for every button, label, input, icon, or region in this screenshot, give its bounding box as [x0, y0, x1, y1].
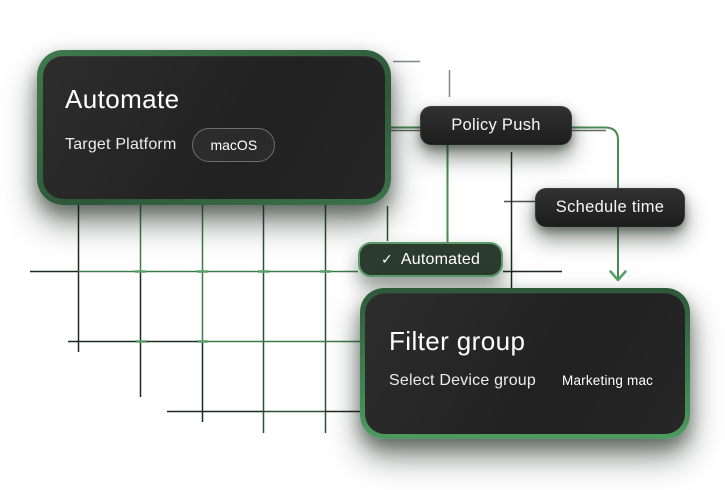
- automate-card: Automate Target Platform macOS: [37, 50, 391, 205]
- connector-policy-to-schedule: [570, 126, 619, 190]
- schedule-time-node[interactable]: Schedule time: [535, 188, 685, 227]
- connector-layer: [372, 126, 627, 282]
- select-device-group-label: Select Device group: [389, 372, 536, 389]
- automate-card-body: Automate Target Platform macOS: [43, 56, 385, 199]
- device-group-row: Select Device group Marketing mac: [389, 372, 685, 390]
- grid-layer: [30, 60, 562, 433]
- filter-group-title: Filter group: [389, 326, 526, 356]
- arrow-down-icon: [609, 270, 627, 282]
- policy-push-node[interactable]: Policy Push: [420, 106, 572, 145]
- automated-badge-label: Automated: [400, 250, 481, 268]
- device-group-value[interactable]: Marketing mac: [562, 373, 654, 388]
- automated-badge[interactable]: ✓ Automated: [358, 242, 503, 277]
- automate-card-title: Automate: [65, 84, 180, 114]
- checkmark-icon: ✓: [380, 251, 393, 267]
- filter-group-card: Filter group Select Device group Marketi…: [360, 288, 690, 439]
- macos-badge[interactable]: macOS: [192, 128, 276, 162]
- target-platform-row: Target Platform macOS: [65, 128, 385, 162]
- target-platform-label: Target Platform: [65, 136, 177, 153]
- filter-group-card-body: Filter group Select Device group Marketi…: [365, 293, 685, 434]
